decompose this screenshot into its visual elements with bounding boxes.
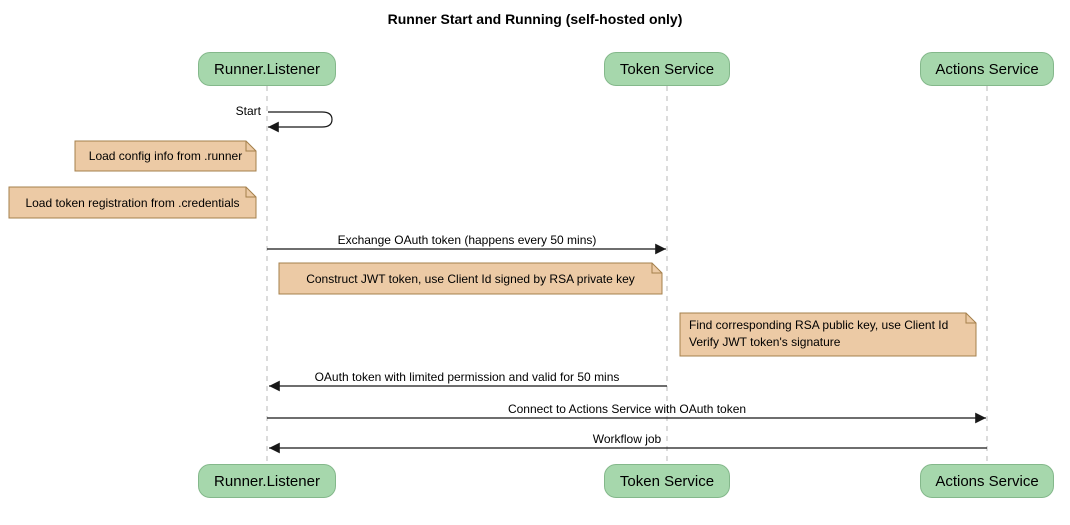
note-shape-load-token-registration <box>8 186 257 219</box>
note-fold-load-config <box>245 141 256 152</box>
note-fold-construct-jwt <box>651 263 662 274</box>
message-label-start: Start <box>235 104 261 118</box>
message-label-connect-actions-service: Connect to Actions Service with OAuth to… <box>507 402 747 416</box>
note-fold-load-token-registration <box>245 187 256 198</box>
note-construct-jwt: Construct JWT token, use Client Id signe… <box>306 271 635 286</box>
participant-token-service-top: Token Service <box>604 52 730 86</box>
participant-actions-service-top: Actions Service <box>920 52 1054 86</box>
message-label-oauth-token-return: OAuth token with limited permission and … <box>314 370 620 384</box>
diagram-title: Runner Start and Running (self-hosted on… <box>387 11 683 27</box>
participant-actions-service-bottom: Actions Service <box>920 464 1054 498</box>
participant-token-service-bottom: Token Service <box>604 464 730 498</box>
note-shape-construct-jwt <box>278 262 663 295</box>
self-message-arrow-start <box>268 111 333 133</box>
participant-runner-listener-top: Runner.Listener <box>198 52 336 86</box>
participant-runner-listener-bottom: Runner.Listener <box>198 464 336 498</box>
note-verify-jwt: Find corresponding RSA public key, use C… <box>689 318 949 349</box>
note-load-token-registration: Load token registration from .credential… <box>25 195 240 210</box>
note-load-config: Load config info from .runner <box>88 149 243 163</box>
note-shape-verify-jwt <box>679 312 977 357</box>
note-fold-verify-jwt <box>965 313 976 324</box>
message-label-workflow-job: Workflow job <box>592 432 662 446</box>
message-label-exchange-oauth-token: Exchange OAuth token (happens every 50 m… <box>337 233 597 247</box>
note-shape-load-config <box>74 140 257 172</box>
